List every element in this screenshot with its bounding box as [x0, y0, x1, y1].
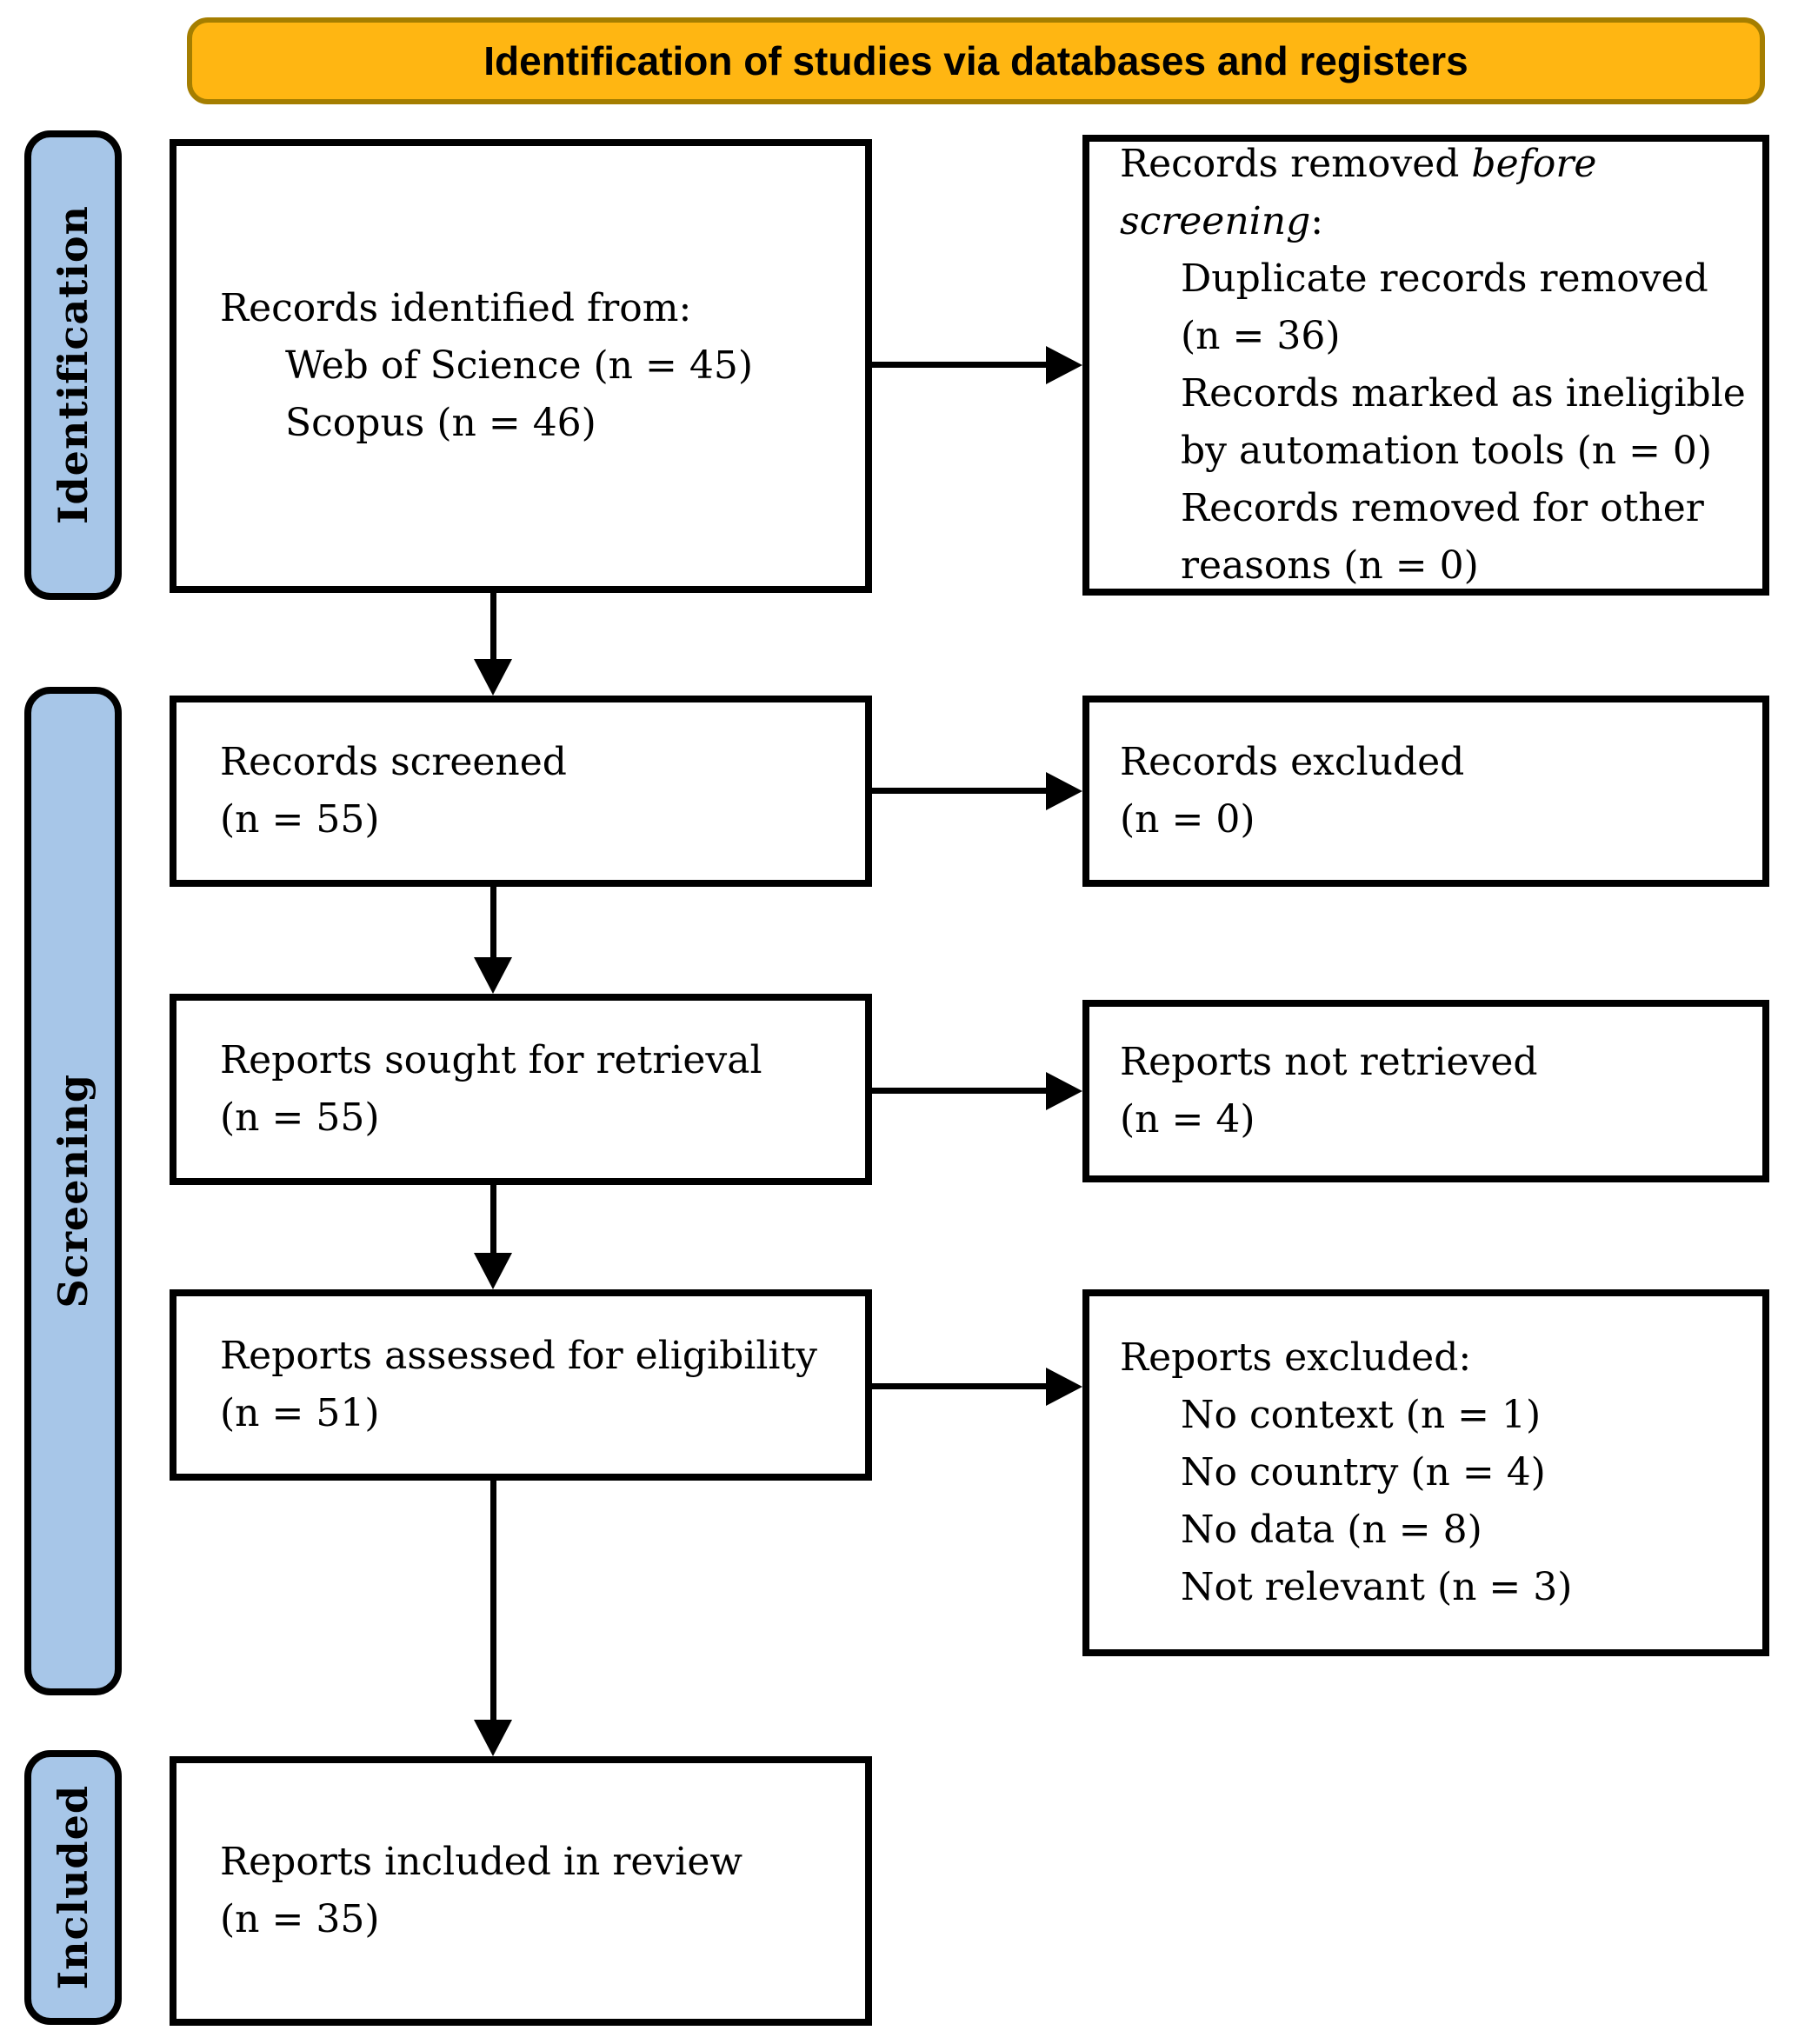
arrow-head-icon: [474, 957, 512, 994]
box-reports-assessed: Reports assessed for eligibility (n = 51…: [170, 1289, 872, 1481]
box-records-excluded: Records excluded (n = 0): [1082, 696, 1769, 887]
box-line: (n = 51): [220, 1391, 380, 1435]
box-line: Duplicate records removed (n = 36): [1181, 256, 1708, 358]
box-line: Records removed before screening:: [1120, 142, 1597, 243]
sidebar-screening-label: Screening: [50, 1074, 97, 1308]
box-records-identified: Records identified from: Web of Science …: [170, 139, 872, 593]
box-line: No data (n = 8): [1181, 1508, 1482, 1552]
banner-title: Identification of studies via databases …: [483, 38, 1468, 83]
arrow-shaft: [872, 1383, 1046, 1389]
sidebar-identification: Identification: [24, 130, 122, 600]
arrow-head-icon: [474, 1720, 512, 1756]
box-line: No context (n = 1): [1181, 1393, 1542, 1437]
box-reports-included: Reports included in review (n = 35): [170, 1756, 872, 2026]
box-line: Records identified from:: [220, 286, 692, 330]
sidebar-screening: Screening: [24, 687, 122, 1695]
box-line: Scopus (n = 46): [285, 401, 596, 445]
sidebar-included: Included: [24, 1750, 122, 2025]
box-line: (n = 55): [220, 1095, 380, 1140]
arrow-shaft: [872, 788, 1046, 794]
box-line: Reports included in review: [220, 1840, 743, 1884]
arrow-head-icon: [474, 1253, 512, 1289]
box-line: (n = 35): [220, 1897, 380, 1941]
box-line: Records removed for other reasons (n = 0…: [1181, 486, 1704, 588]
arrow-head-icon: [1046, 346, 1082, 384]
box-reports-excluded: Reports excluded: No context (n = 1) No …: [1082, 1289, 1769, 1656]
arrow-shaft: [490, 1185, 496, 1253]
box-line: Records marked as ineligible by automati…: [1181, 371, 1746, 473]
box-reports-sought: Reports sought for retrieval (n = 55): [170, 994, 872, 1185]
box-line: No country (n = 4): [1181, 1450, 1546, 1495]
box-line: Reports assessed for eligibility: [220, 1334, 818, 1378]
sidebar-included-label: Included: [50, 1785, 97, 1990]
phase-banner: Identification of studies via databases …: [187, 17, 1765, 104]
sidebar-identification-label: Identification: [50, 205, 97, 525]
arrow-shaft: [490, 887, 496, 957]
box-reports-not-retrieved: Reports not retrieved (n = 4): [1082, 1000, 1769, 1182]
box-records-screened: Records screened (n = 55): [170, 696, 872, 887]
box-line: Records excluded: [1120, 740, 1465, 784]
arrow-shaft: [490, 593, 496, 659]
box-line: Reports sought for retrieval: [220, 1038, 762, 1082]
arrow-head-icon: [1046, 772, 1082, 810]
italic-phrase: before screening: [1120, 142, 1597, 243]
box-line: Reports not retrieved: [1120, 1040, 1538, 1084]
box-line: (n = 4): [1120, 1097, 1255, 1142]
box-records-removed: Records removed before screening: Duplic…: [1082, 135, 1769, 596]
box-line: Reports excluded:: [1120, 1335, 1472, 1380]
box-line: (n = 55): [220, 797, 380, 842]
arrow-head-icon: [1046, 1072, 1082, 1110]
box-line: Web of Science (n = 45): [285, 343, 753, 388]
arrow-shaft: [872, 1088, 1046, 1094]
arrow-head-icon: [474, 659, 512, 696]
box-line: (n = 0): [1120, 797, 1255, 842]
box-line: Not relevant (n = 3): [1181, 1565, 1573, 1609]
arrow-head-icon: [1046, 1368, 1082, 1406]
box-line: Records screened: [220, 740, 567, 784]
arrow-shaft: [490, 1481, 496, 1720]
arrow-shaft: [872, 362, 1046, 368]
